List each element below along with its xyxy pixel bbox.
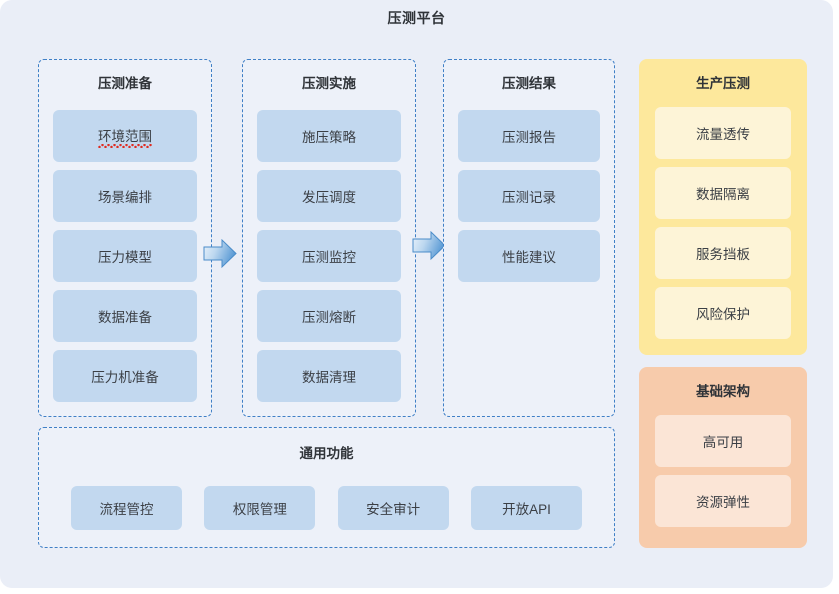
side-panel-list: 流量透传 数据隔离 服务挡板 风险保护 xyxy=(655,107,791,339)
side-card[interactable]: 数据隔离 xyxy=(655,167,791,219)
item-card[interactable]: 数据清理 xyxy=(257,350,401,402)
item-card[interactable]: 压测报告 xyxy=(458,110,600,162)
stage-column-execution: 压测实施 施压策略 发压调度 压测监控 压测熔断 数据清理 xyxy=(242,59,416,417)
stage-column-results: 压测结果 压测报告 压测记录 性能建议 xyxy=(443,59,615,417)
side-card-label: 高可用 xyxy=(702,435,744,450)
item-label: 压测记录 xyxy=(502,190,556,205)
item-label: 流程管控 xyxy=(99,502,154,517)
item-card[interactable]: 数据准备 xyxy=(53,290,197,342)
side-card[interactable]: 资源弹性 xyxy=(655,475,791,527)
stage-column-preparation: 压测准备 环境范围 场景编排 压力模型 数据准备 压力机准备 xyxy=(38,59,212,417)
common-functions-list: 流程管控 权限管理 安全审计 开放API xyxy=(71,486,582,530)
item-label: 压测熔断 xyxy=(302,310,356,325)
common-functions-title: 通用功能 xyxy=(299,446,354,461)
item-card[interactable]: 发压调度 xyxy=(257,170,401,222)
stage-item-list: 压测报告 压测记录 性能建议 xyxy=(458,110,600,282)
stage-title: 压测实施 xyxy=(302,76,356,91)
item-card[interactable]: 开放API xyxy=(470,486,582,530)
item-label: 压测报告 xyxy=(502,130,556,145)
arrow-right-icon xyxy=(203,238,237,269)
item-card[interactable]: 压力模型 xyxy=(53,230,197,282)
item-label: 压力模型 xyxy=(98,250,152,265)
side-card-label: 服务挡板 xyxy=(696,247,750,262)
page-title: 压测平台 xyxy=(387,10,446,26)
stage-title: 压测结果 xyxy=(502,76,556,91)
item-label: 压测监控 xyxy=(302,250,356,265)
item-card[interactable]: 流程管控 xyxy=(71,486,182,530)
side-panel-title: 生产压测 xyxy=(696,76,750,91)
item-label: 开放API xyxy=(502,502,551,517)
side-card[interactable]: 高可用 xyxy=(655,415,791,467)
item-card[interactable]: 压测监控 xyxy=(257,230,401,282)
item-label: 场景编排 xyxy=(98,190,152,205)
item-label: 性能建议 xyxy=(502,250,556,265)
item-card[interactable]: 权限管理 xyxy=(204,486,316,530)
side-card[interactable]: 服务挡板 xyxy=(655,227,791,279)
item-label: 环境范围 xyxy=(98,125,152,148)
side-panel-infrastructure: 基础架构 高可用 资源弹性 xyxy=(639,367,807,548)
side-card-label: 风险保护 xyxy=(696,307,750,322)
stage-item-list: 环境范围 场景编排 压力模型 数据准备 压力机准备 xyxy=(53,110,197,402)
side-card[interactable]: 流量透传 xyxy=(655,107,791,159)
stage-title: 压测准备 xyxy=(98,76,152,91)
side-card-label: 数据隔离 xyxy=(696,187,750,202)
item-card[interactable]: 环境范围 xyxy=(53,110,197,162)
side-panel-production: 生产压测 流量透传 数据隔离 服务挡板 风险保护 xyxy=(639,59,807,355)
item-label: 安全审计 xyxy=(366,502,421,517)
item-card[interactable]: 压测熔断 xyxy=(257,290,401,342)
item-card[interactable]: 性能建议 xyxy=(458,230,600,282)
item-card[interactable]: 场景编排 xyxy=(53,170,197,222)
side-panel-list: 高可用 资源弹性 xyxy=(655,415,791,527)
item-card[interactable]: 施压策略 xyxy=(257,110,401,162)
stage-item-list: 施压策略 发压调度 压测监控 压测熔断 数据清理 xyxy=(257,110,401,402)
side-card-label: 流量透传 xyxy=(696,127,750,142)
item-label: 数据清理 xyxy=(302,370,356,385)
item-label: 数据准备 xyxy=(98,310,152,325)
item-label: 发压调度 xyxy=(302,190,356,205)
item-card[interactable]: 压测记录 xyxy=(458,170,600,222)
side-panel-title: 基础架构 xyxy=(696,384,750,399)
side-card[interactable]: 风险保护 xyxy=(655,287,791,339)
item-card[interactable]: 压力机准备 xyxy=(53,350,197,402)
item-card[interactable]: 安全审计 xyxy=(337,486,449,530)
common-functions-panel: 通用功能 流程管控 权限管理 安全审计 开放API xyxy=(38,427,615,548)
side-card-label: 资源弹性 xyxy=(696,495,750,510)
item-label: 压力机准备 xyxy=(91,370,159,385)
item-label: 施压策略 xyxy=(302,130,356,145)
arrow-right-icon xyxy=(412,230,446,261)
item-label: 权限管理 xyxy=(232,502,287,517)
